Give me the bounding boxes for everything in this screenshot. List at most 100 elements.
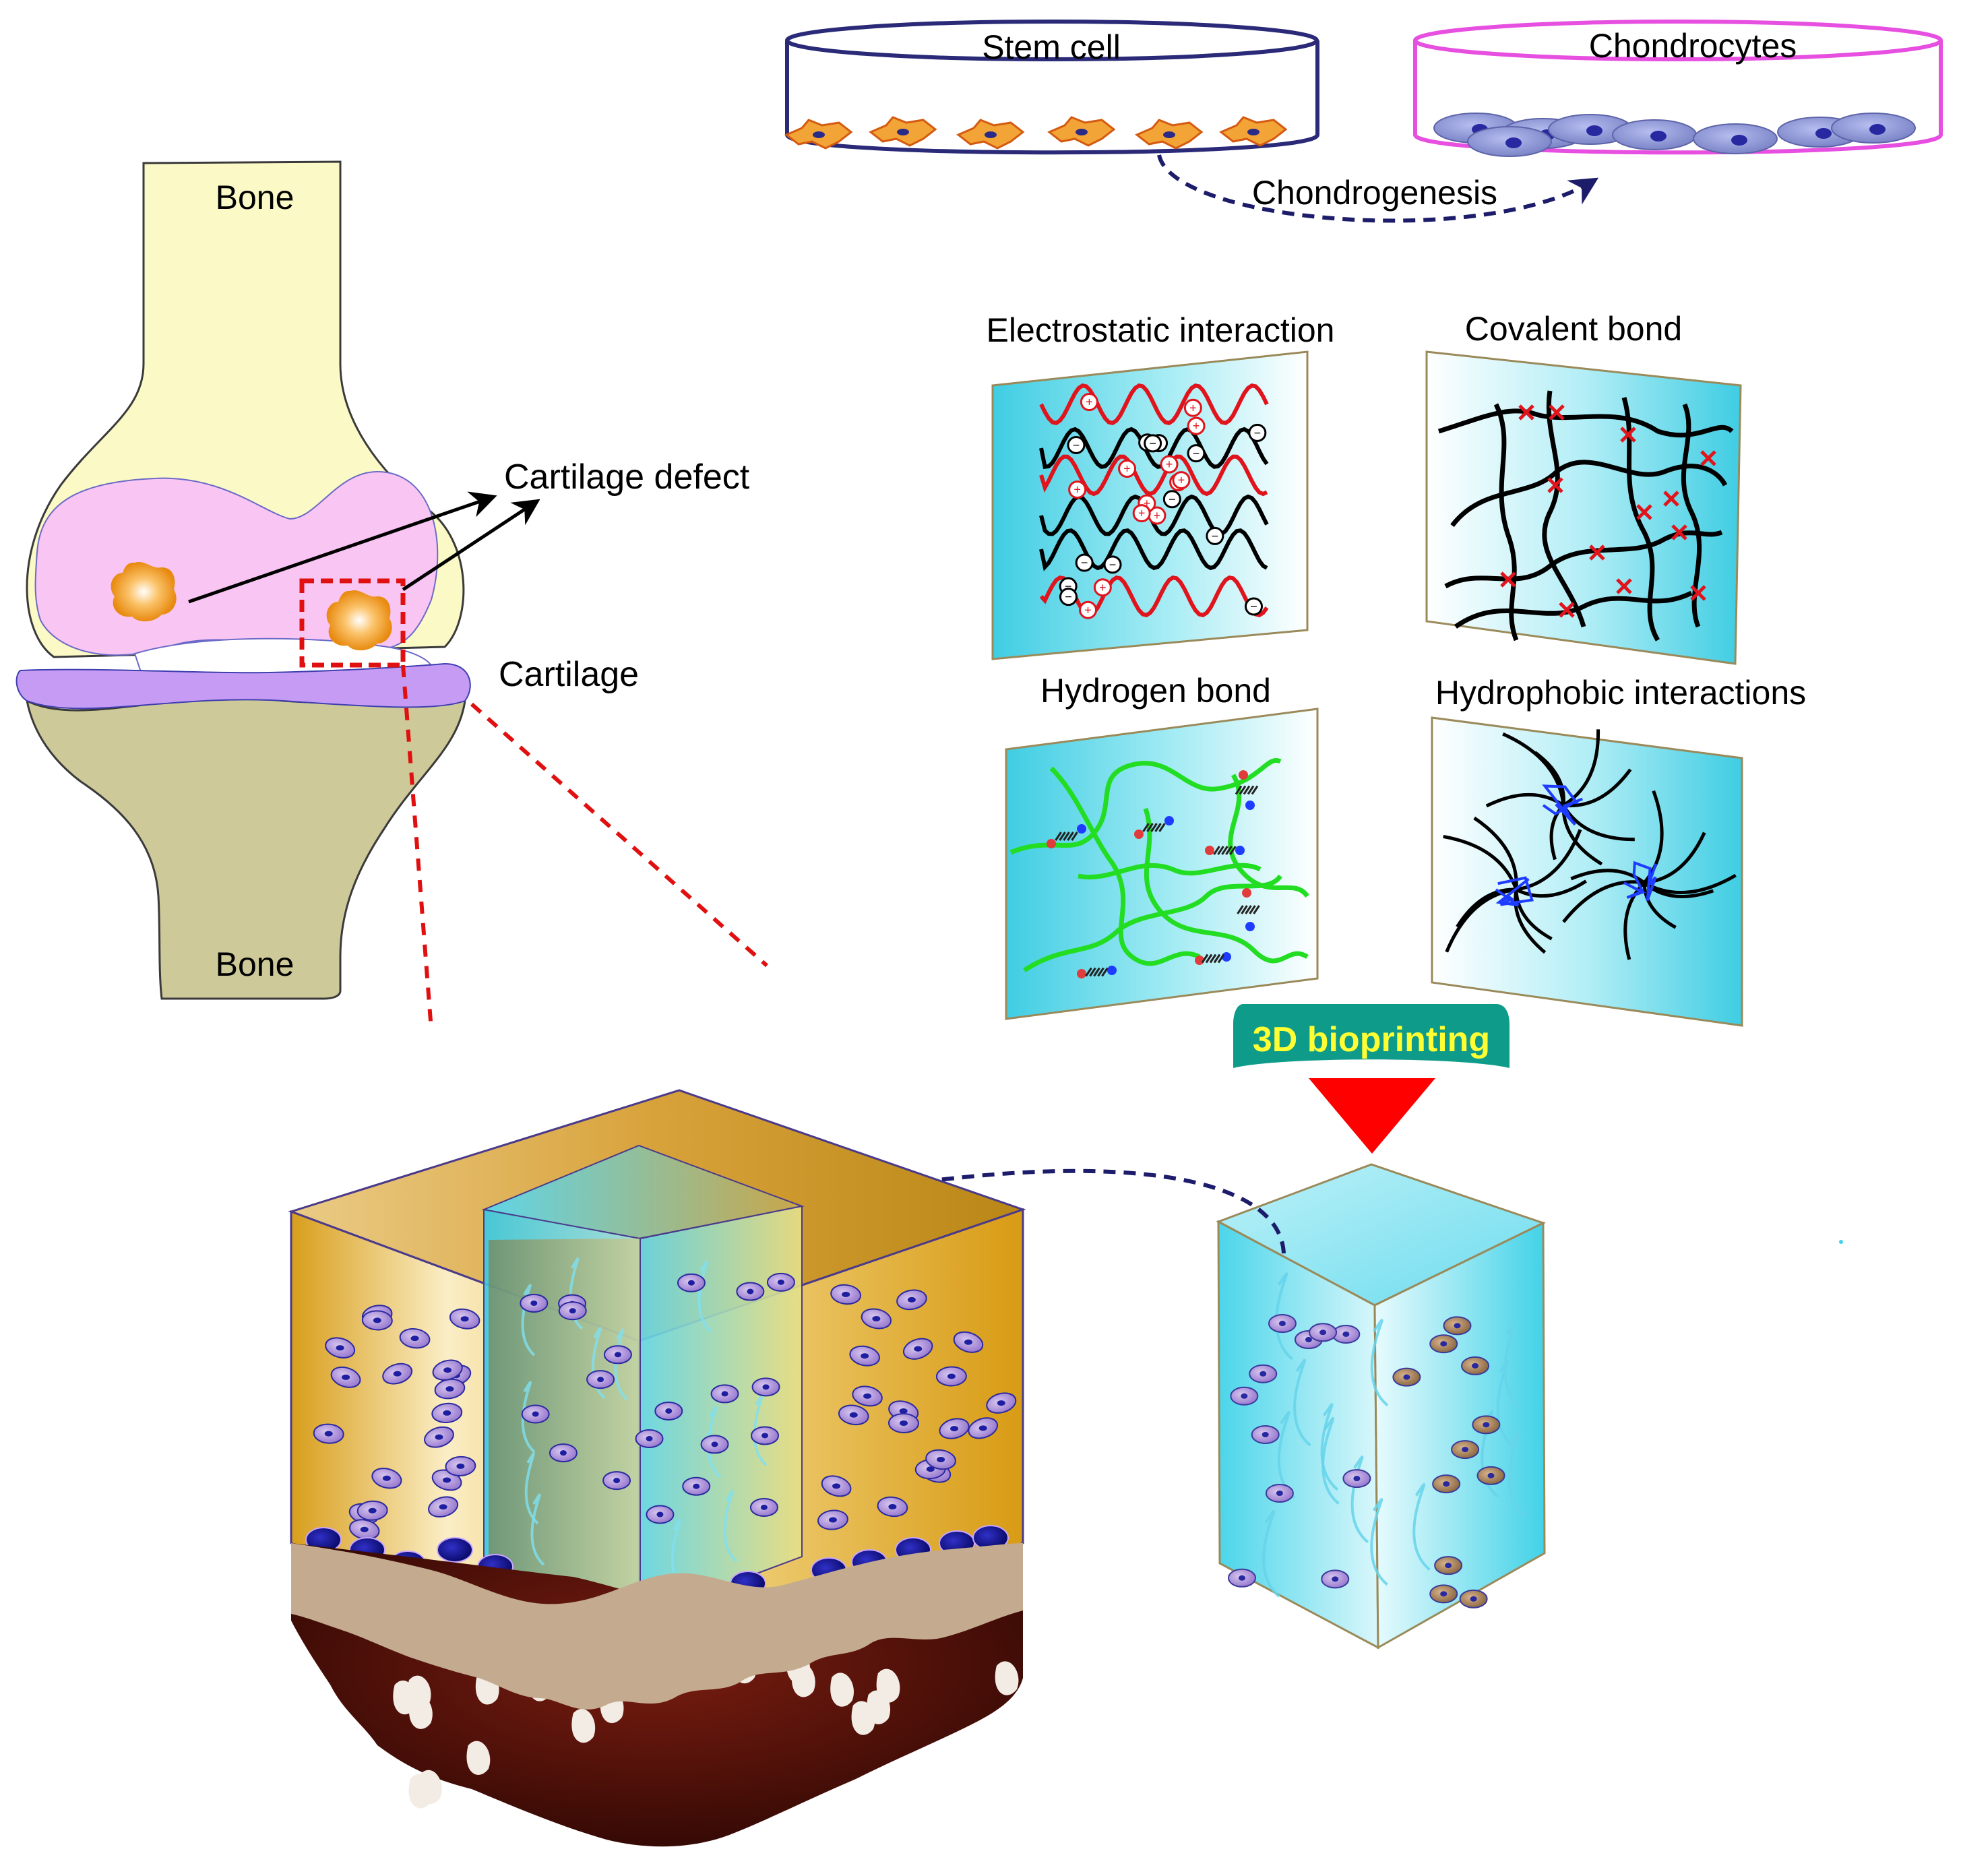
hydrogel-fiber xyxy=(521,1381,536,1453)
cell-nucleus xyxy=(460,1316,469,1322)
chondrocyte-nucleus xyxy=(1731,135,1747,146)
hydrogen-bond-mark xyxy=(1225,846,1233,855)
cell-nucleus xyxy=(761,1433,769,1439)
cartilage-tissue-block xyxy=(288,1089,1026,1847)
negative-charge xyxy=(1103,555,1122,574)
bone-pore xyxy=(466,1741,491,1775)
hydrogel-fiber xyxy=(707,1406,722,1478)
stem-cell-nucleus xyxy=(1076,129,1088,135)
hydrogen-bond-mark xyxy=(1237,905,1244,914)
negative-charge xyxy=(1059,588,1078,606)
hydrogen-bond-mark xyxy=(1253,905,1260,914)
hydrogen-bond-mark xyxy=(1221,846,1228,855)
acceptor-atom xyxy=(1245,922,1255,931)
stem-cell-dish: Stem cell xyxy=(784,20,1319,155)
negative-charge-label: − xyxy=(1065,580,1072,593)
cell-nucleus xyxy=(760,1504,768,1510)
hydrogel-fiber xyxy=(723,1490,738,1563)
cell-nucleus xyxy=(410,1336,419,1342)
polymer-chain xyxy=(1621,397,1660,642)
crosslink-mark xyxy=(1663,491,1679,507)
chondrocyte-nucleus xyxy=(1869,124,1886,135)
cell-nucleus xyxy=(1462,1447,1469,1453)
polymer-tail xyxy=(1456,887,1517,928)
cell-nucleus xyxy=(914,1346,923,1352)
hydrogen-bond-mark xyxy=(1209,953,1217,964)
negative-charge-label: − xyxy=(1065,590,1072,604)
bone-pore xyxy=(407,1675,431,1710)
hydrogen-bond-mark xyxy=(1235,785,1243,795)
hydrogel-fiber xyxy=(1320,1403,1339,1491)
cell-nucleus xyxy=(747,1288,754,1294)
cell-nucleus xyxy=(721,1391,728,1397)
bone-pore xyxy=(876,1668,900,1703)
hydrogel-fiber xyxy=(1370,1319,1389,1407)
polymer-tail xyxy=(1502,732,1565,806)
cell-nucleus xyxy=(1241,1393,1248,1399)
crosslink-mark xyxy=(1700,450,1716,466)
stem-cell-nucleus xyxy=(1247,129,1259,135)
bioprinting-step: 3D bioprinting xyxy=(1233,1004,1509,1154)
stem-cell-nucleus xyxy=(985,131,997,138)
polymer-chain xyxy=(1493,403,1519,642)
polymer-tail xyxy=(1570,869,1646,884)
cell-nucleus xyxy=(947,1373,956,1379)
polymer-chain xyxy=(1444,530,1723,589)
donor-atom xyxy=(1077,969,1086,978)
positive-charge-label: + xyxy=(1084,603,1092,617)
positive-charge xyxy=(1068,480,1087,499)
polymer-chain xyxy=(1023,874,1282,972)
hydrogel-fiber xyxy=(524,1452,539,1525)
stem-cell-nucleus xyxy=(1163,131,1175,138)
bone-pore xyxy=(851,1701,875,1735)
hydrophobic-core xyxy=(1542,784,1583,826)
defect-highlight-box xyxy=(299,578,406,668)
hydrogen-bond-mark xyxy=(1158,823,1166,832)
cell-nucleus xyxy=(926,1466,935,1472)
crosslink-mark xyxy=(1620,427,1636,443)
positive-charge xyxy=(1093,578,1112,597)
cell-nucleus xyxy=(342,1374,350,1380)
stem-cell-nucleus xyxy=(897,129,909,135)
cell-nucleus xyxy=(861,1353,869,1359)
polymer-tail xyxy=(1562,880,1645,923)
cell-nucleus xyxy=(614,1352,621,1358)
printed-hydrogel-block xyxy=(1216,1163,1546,1650)
donor-atom xyxy=(1242,888,1251,898)
hydrogen-bond-mark xyxy=(1142,823,1150,832)
cell-nucleus xyxy=(1472,1363,1479,1369)
negative-charge xyxy=(1144,434,1162,453)
polymer-chain xyxy=(1228,774,1309,898)
hydrogen-bond-mark xyxy=(1217,846,1224,855)
hydrogen-panel xyxy=(1005,708,1319,1020)
hydrophobic-core xyxy=(1623,861,1658,902)
cell-nucleus xyxy=(368,1507,377,1513)
cell-nucleus xyxy=(373,1317,381,1323)
defect-arrow xyxy=(188,491,497,604)
negative-charge-label: − xyxy=(1212,529,1219,542)
hydrogel-fiber xyxy=(1275,1272,1293,1361)
cell-nucleus xyxy=(937,1457,945,1463)
hydrogen-bond-mark xyxy=(1097,967,1104,977)
hydrogel-fiber xyxy=(1370,1498,1388,1586)
acceptor-atom xyxy=(1107,966,1117,975)
cell-nucleus xyxy=(693,1483,700,1489)
negative-charge-label: − xyxy=(1169,493,1176,506)
hydrogen-bond-mark xyxy=(1093,967,1100,977)
acceptor-atom xyxy=(1222,952,1231,962)
cell-nucleus xyxy=(899,1408,908,1414)
cell-nucleus xyxy=(393,1371,402,1377)
positive-charge xyxy=(1183,398,1202,417)
cell-nucleus xyxy=(832,1483,841,1489)
hydrogen-bond-mark xyxy=(1251,785,1259,795)
stem-cell-nucleus xyxy=(813,131,825,138)
cell-nucleus xyxy=(1454,1323,1461,1329)
cell-nucleus xyxy=(532,1411,539,1417)
hydrogen-bond-mark xyxy=(1201,953,1209,964)
bone-pore xyxy=(830,1672,854,1707)
hydrogel-fiber xyxy=(1262,1510,1280,1598)
cell-nucleus xyxy=(1403,1374,1410,1380)
chondrogenesis-arrow xyxy=(1157,154,1599,223)
bioprinting-arrowhead xyxy=(1309,1078,1435,1154)
cell-nucleus xyxy=(439,1504,447,1510)
